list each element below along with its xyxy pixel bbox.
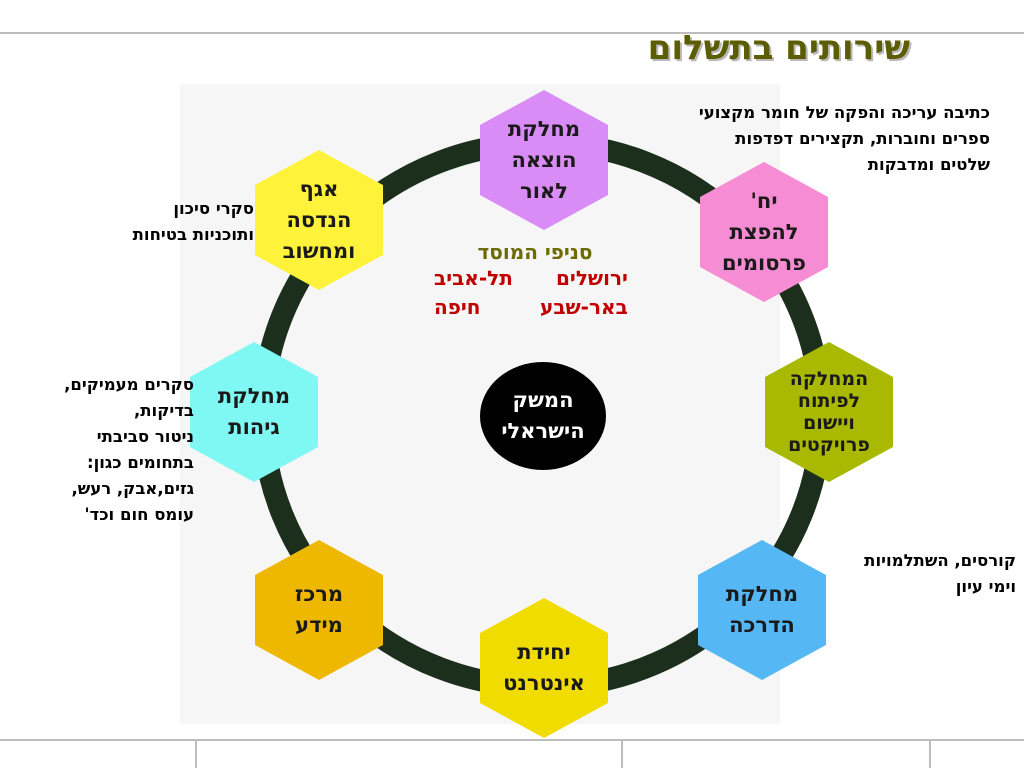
dept-label: מחלקת הוצאה לאור	[507, 116, 581, 203]
dept-label: המחלקה לפיתוח ויישום פרויקטים	[788, 368, 870, 456]
note-engineering: סקרי סיכון ותוכניות בטיחות	[132, 199, 254, 244]
dept-label: מחלקת גיהות	[217, 384, 291, 439]
center-node: המשק הישראלי	[480, 362, 606, 470]
dept-label: אגף הנדסה ומחשוב	[282, 176, 356, 263]
dept-engineering-hex[interactable]: אגף הנדסה ומחשוב	[255, 150, 383, 290]
dept-label: מחלקת הדרכה	[725, 582, 799, 637]
dept-label: יח' להפצת פרסומים	[722, 188, 806, 275]
dept-hygiene-hex[interactable]: מחלקת גיהות	[190, 342, 318, 482]
branch-city: תל-אביב	[434, 266, 513, 290]
branch-city: חיפה	[434, 295, 481, 319]
branch-city: ירושלים	[556, 266, 628, 290]
note-training: קורסים, השתלמויות וימי עיון	[864, 551, 1016, 596]
page-title: שירותים בתשלום	[647, 28, 910, 68]
dept-label: מרכז מידע	[294, 582, 344, 637]
note-hygiene: סקרים מעמיקים, בדיקות, ניטור סביבתי בתחו…	[64, 375, 194, 524]
center-label: המשק הישראלי	[501, 388, 585, 443]
branch-city: באר-שבע	[540, 295, 628, 319]
branches-title: סניפי המוסד	[477, 240, 593, 264]
note-publishing: כתיבה עריכה והפקה של חומר מקצועי ספרים ו…	[698, 103, 990, 174]
dept-label: יחידת אינטרנט	[503, 640, 585, 695]
